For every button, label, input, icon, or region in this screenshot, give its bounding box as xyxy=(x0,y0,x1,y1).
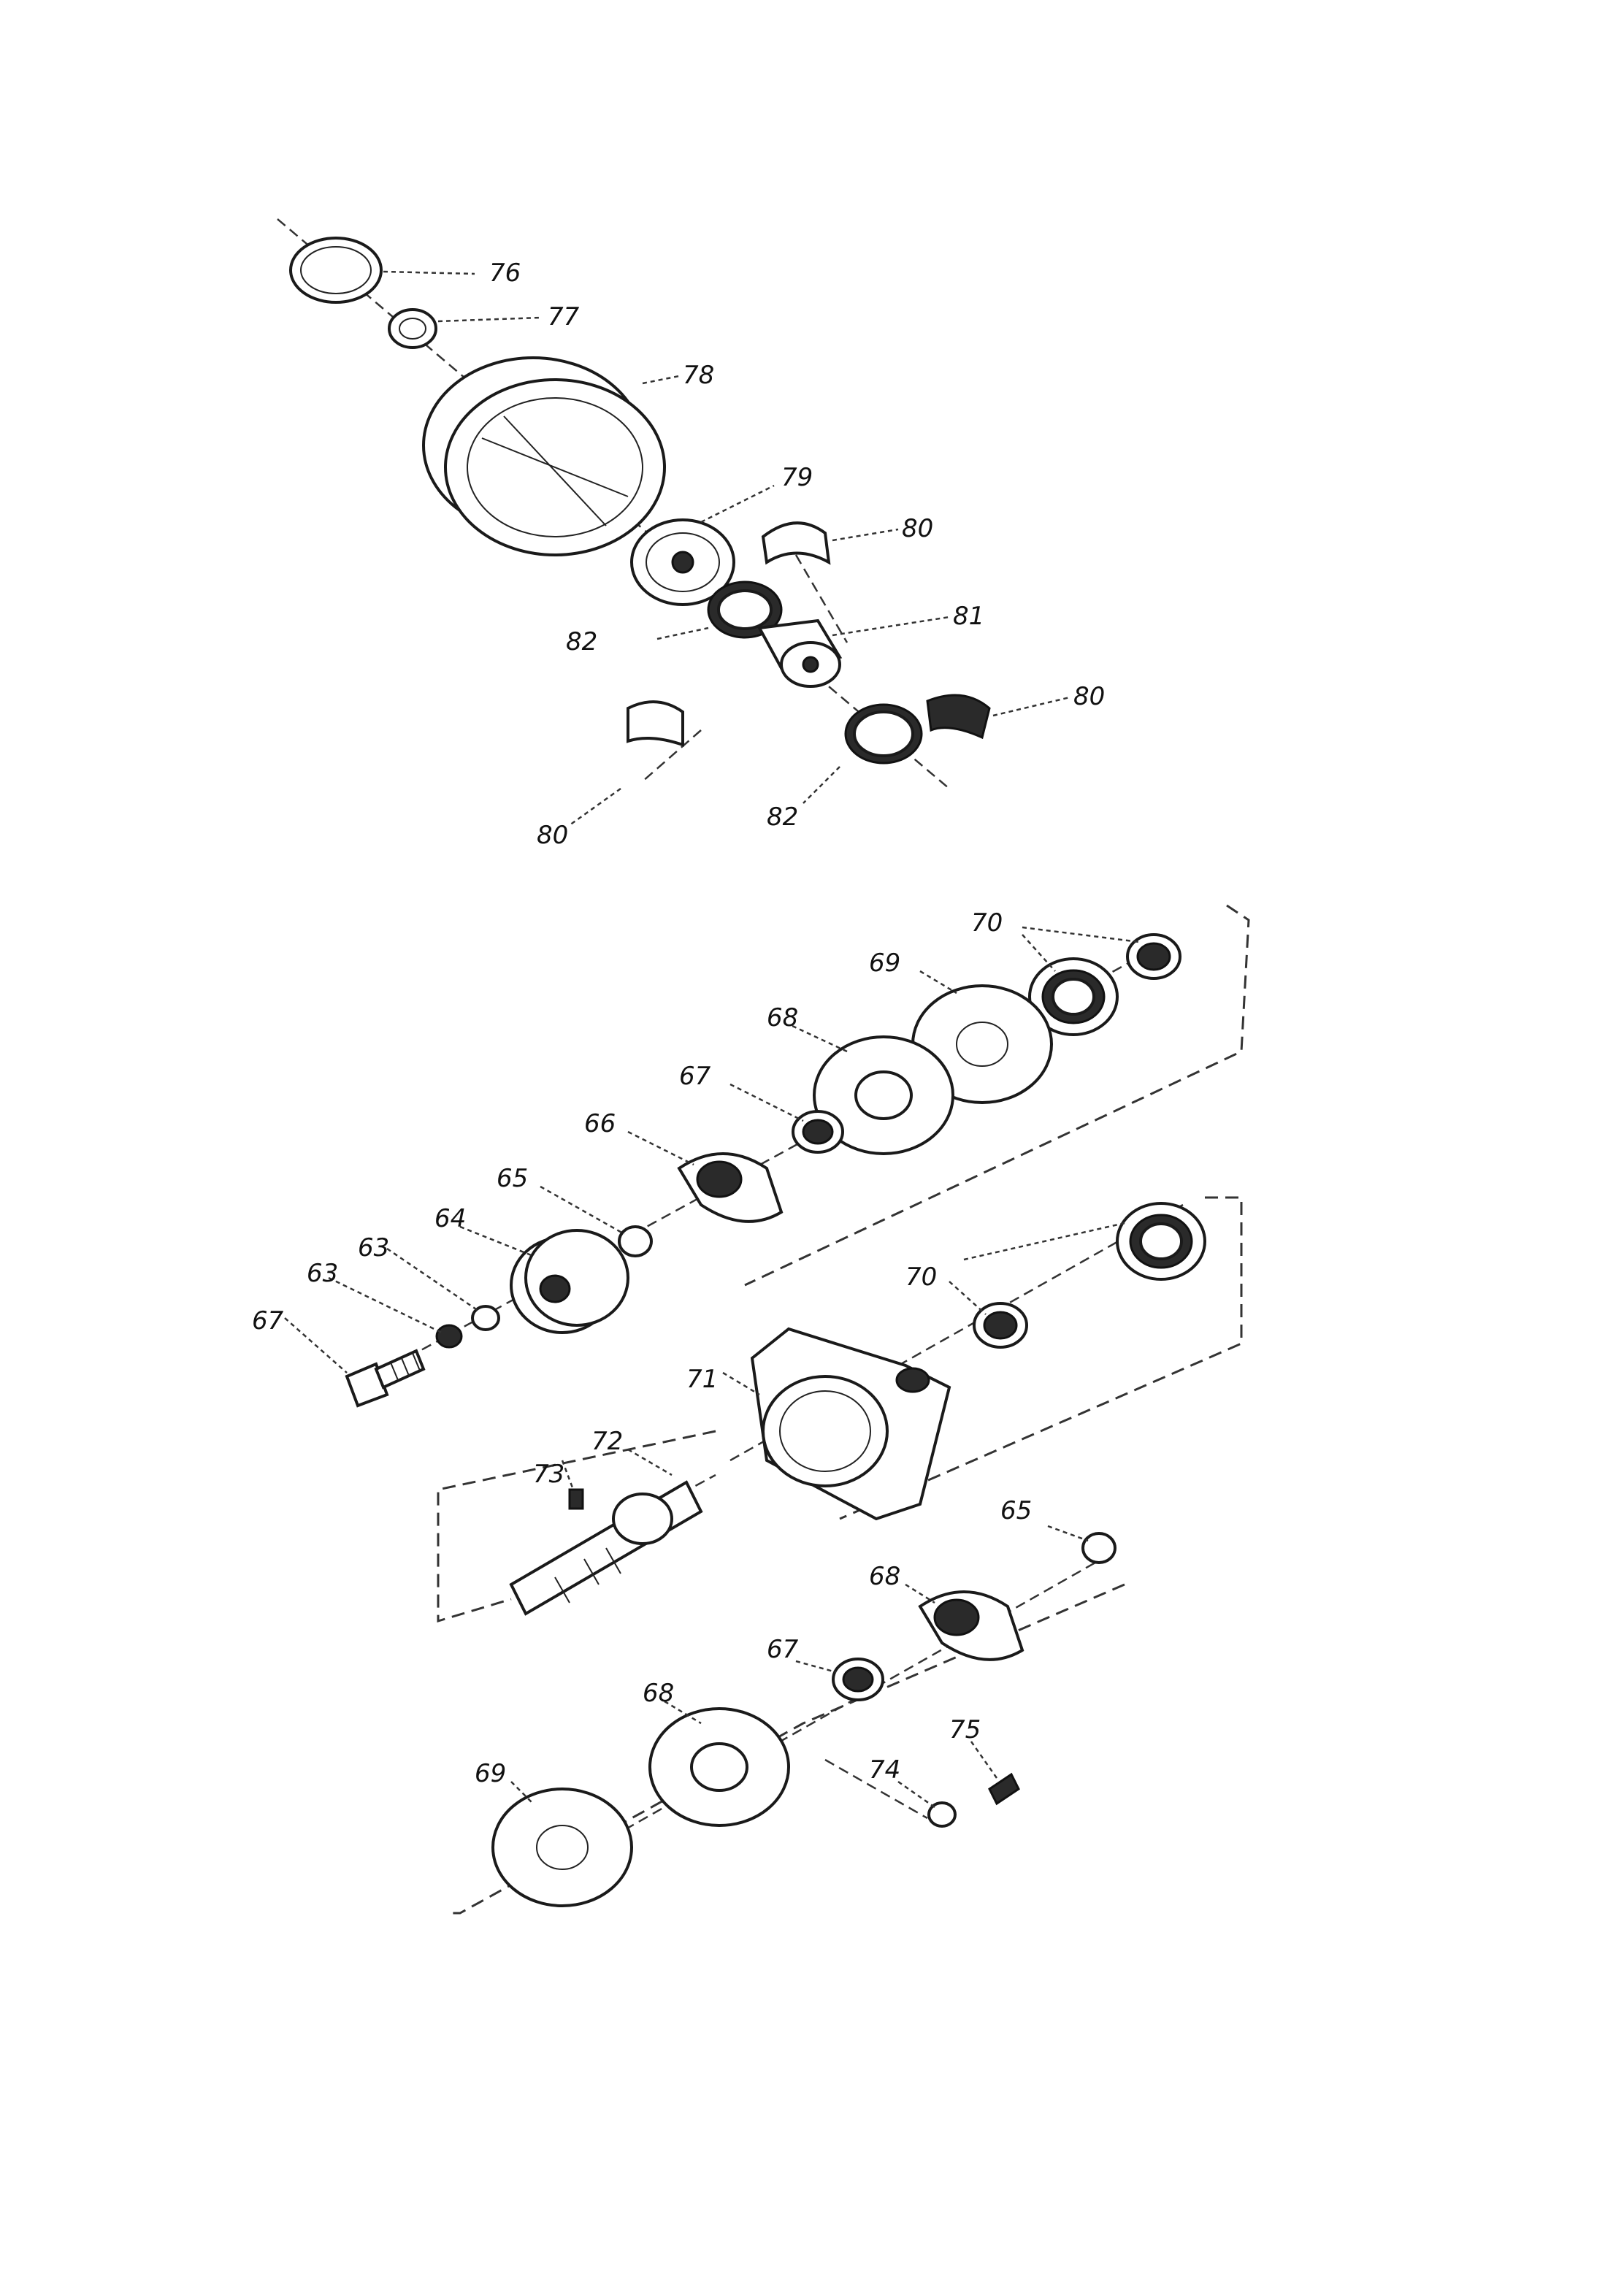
callout-68-top: 68 xyxy=(767,1003,798,1032)
part-80-shell-top xyxy=(761,521,831,565)
part-79-bearing xyxy=(630,518,735,606)
lower-assembly xyxy=(284,904,1250,1915)
frame-top-right xyxy=(744,904,1250,1287)
part-82-ring-lower xyxy=(844,703,923,765)
callout-65-top: 65 xyxy=(497,1164,528,1193)
part-63-washer-b xyxy=(435,1324,463,1349)
callout-78: 78 xyxy=(683,361,714,390)
part-73-key xyxy=(568,1488,584,1510)
part-69-plate-b xyxy=(491,1788,633,1907)
callout-63-lower: 63 xyxy=(307,1259,338,1288)
part-81-cross-spindle xyxy=(757,618,843,688)
part-70-bushing-b xyxy=(973,1302,1028,1349)
callout-82-lower: 82 xyxy=(767,802,798,832)
part-65-clip-b xyxy=(1081,1532,1116,1564)
frame-mid-right xyxy=(839,1196,1243,1520)
callout-74: 74 xyxy=(869,1755,900,1785)
callout-73: 73 xyxy=(533,1460,564,1489)
part-68-flange-a xyxy=(813,1035,954,1155)
callout-68-lower: 68 xyxy=(869,1562,900,1591)
part-67-bolt xyxy=(345,1349,426,1408)
callout-77: 77 xyxy=(548,302,580,332)
part-67-washer-a xyxy=(792,1110,844,1154)
callout-66: 66 xyxy=(584,1109,616,1138)
callout-69-top: 69 xyxy=(869,949,900,978)
part-72-shaft xyxy=(509,1480,703,1616)
part-65-clip-a xyxy=(618,1225,653,1257)
part-63-washer-a xyxy=(471,1305,500,1331)
part-80-shell-left xyxy=(627,700,684,747)
callout-68-bottom: 68 xyxy=(643,1679,674,1708)
callout-72: 72 xyxy=(591,1427,623,1456)
part-77-clip xyxy=(388,308,437,349)
callout-67-bolt: 67 xyxy=(252,1306,284,1336)
upper-assembly xyxy=(277,218,1070,827)
callout-70-mid: 70 xyxy=(905,1263,937,1292)
callout-63-upper: 63 xyxy=(358,1233,389,1263)
part-64-pulley xyxy=(510,1229,629,1334)
callout-70-top: 70 xyxy=(971,908,1003,938)
callout-labels: 76 77 78 79 80 81 82 80 80 82 70 69 68 6… xyxy=(252,258,1105,1788)
upper-cross-axis-2 xyxy=(642,729,702,782)
callout-71: 71 xyxy=(686,1365,718,1394)
callout-75: 75 xyxy=(949,1715,981,1744)
upper-cross-axis xyxy=(794,554,849,643)
part-82-ring-upper xyxy=(707,581,783,639)
part-76-retaining-ring xyxy=(289,237,383,304)
part-67-washer-b xyxy=(832,1658,884,1701)
callout-79: 79 xyxy=(781,463,813,492)
callout-80-right: 80 xyxy=(1073,682,1105,711)
part-78-housing xyxy=(422,356,666,556)
callout-67-lower: 67 xyxy=(767,1635,799,1664)
part-70-needle-bearing-b xyxy=(1116,1202,1206,1281)
frame-mid-left xyxy=(437,1430,716,1623)
part-68-eccentric-b xyxy=(918,1590,1024,1661)
callout-65-lower: 65 xyxy=(1000,1496,1032,1525)
callout-76: 76 xyxy=(489,258,521,288)
callout-80-left: 80 xyxy=(537,821,568,850)
callout-82-upper: 82 xyxy=(566,627,597,656)
callout-67-top: 67 xyxy=(679,1062,711,1091)
part-68-flange-b xyxy=(648,1707,790,1827)
part-70-needle-bearing-a xyxy=(1028,957,1119,1036)
callout-80-top: 80 xyxy=(902,514,933,543)
part-75-set-screw xyxy=(988,1772,1020,1806)
callout-69-bottom: 69 xyxy=(475,1759,506,1788)
part-71-bracket xyxy=(750,1327,951,1521)
part-70-bushing-a xyxy=(1126,933,1181,980)
callout-64: 64 xyxy=(434,1204,466,1233)
callout-81: 81 xyxy=(953,602,984,631)
part-80-shell-right xyxy=(926,694,991,740)
part-66-eccentric-a xyxy=(677,1152,784,1223)
part-74-nut xyxy=(927,1801,957,1828)
